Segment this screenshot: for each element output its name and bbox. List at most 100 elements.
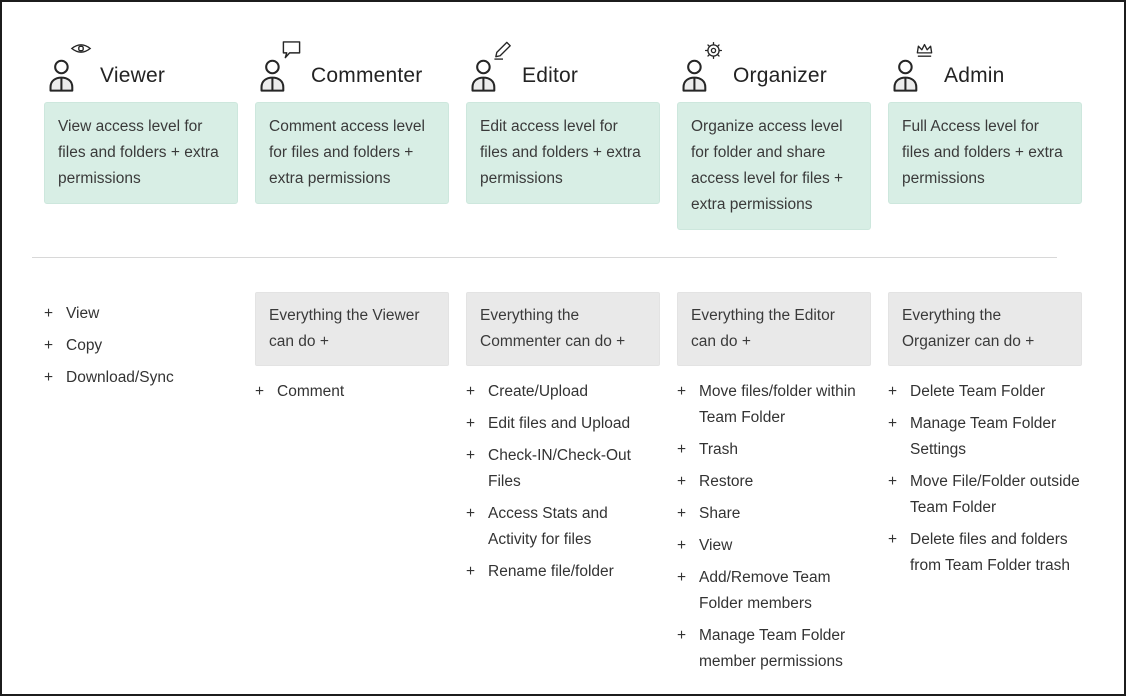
column-commenter: Commenter Comment access level for files… [255, 40, 449, 230]
plus-icon: + [677, 627, 687, 644]
permissions-row: + View + Copy +Download/Sync Everything the … [44, 292, 1082, 681]
permission-label: Delete files and folders from Team Folde… [910, 531, 1070, 574]
plus-icon: + [677, 473, 687, 490]
commenter-permission-list: + Comment [255, 379, 449, 405]
plus-icon: + [44, 337, 54, 354]
admin-header: Admin [888, 40, 1082, 92]
permission-item: + Delete Team Folder [888, 379, 1082, 405]
plus-icon: + [44, 305, 54, 322]
crown-icon [916, 43, 933, 57]
permission-item: + View [44, 301, 238, 327]
permission-label: Restore [699, 473, 754, 490]
plus-icon: + [466, 383, 476, 400]
permission-label: Move File/Folder outside Team Folder [910, 473, 1080, 516]
permission-label: Move files/folder within Team Folder [699, 383, 856, 426]
gear-icon [704, 41, 723, 60]
permission-label: Add/Remove Team Folder members [699, 569, 831, 612]
plus-icon: + [677, 505, 687, 522]
permission-label: Share [699, 505, 741, 522]
permission-item: + Edit files and Upload [466, 411, 660, 437]
editor-title: Editor [522, 64, 579, 87]
commenter-person-icon [255, 40, 309, 92]
permission-item: + Restore [677, 469, 871, 495]
permission-item: + View [677, 533, 871, 559]
plus-icon: + [888, 415, 898, 432]
editor-description: Edit access level for files and folders … [466, 102, 660, 204]
organizer-inherit-box: Everything the Editor can do + [677, 292, 871, 366]
admin-title: Admin [944, 64, 1005, 87]
organizer-permissions: Everything the Editor can do + + Move fil… [677, 292, 871, 681]
viewer-title: Viewer [100, 64, 166, 87]
editor-header: Editor [466, 40, 660, 92]
plus-icon: + [888, 383, 898, 400]
admin-description: Full Access level for files and folders … [888, 102, 1082, 204]
plus-icon: + [677, 569, 687, 586]
admin-permission-list: + Delete Team Folder + Manage Team Folder S… [888, 379, 1082, 579]
plus-icon: + [677, 537, 687, 554]
plus-icon: + [466, 415, 476, 432]
permission-label: View [699, 537, 733, 554]
section-divider [32, 257, 1057, 258]
organizer-header: Organizer [677, 40, 871, 92]
permission-item: + Comment [255, 379, 449, 405]
commenter-inherit-box: Everything the Viewer can do + [255, 292, 449, 366]
permission-label: Manage Team Folder Settings [910, 415, 1057, 458]
permission-label: Copy [66, 337, 103, 354]
column-viewer: Viewer View access level for files and f… [44, 40, 238, 230]
viewer-permission-list: + View + Copy +Download/Sync [44, 292, 238, 391]
admin-person-icon [888, 40, 942, 92]
admin-permissions: Everything the Organizer can do + +Delet… [888, 292, 1082, 681]
commenter-header: Commenter [255, 40, 449, 92]
permission-item: +Rename file/folder [466, 559, 660, 585]
organizer-permission-list: + Move files/folder within Team Folder + Tr… [677, 379, 871, 675]
permission-label: Edit files and Upload [488, 415, 631, 432]
permission-item: +Move File/Folder outside Team Folder [888, 469, 1082, 521]
permission-item: + Access Stats and Activity for files [466, 501, 660, 553]
permission-item: + Manage Team Folder Settings [888, 411, 1082, 463]
plus-icon: + [677, 441, 687, 458]
comment-icon [282, 41, 301, 59]
organizer-description: Organize access level for folder and sha… [677, 102, 871, 230]
permission-item: + Add/Remove Team Folder members [677, 565, 871, 617]
organizer-title: Organizer [733, 64, 828, 87]
commenter-description: Comment access level for files and folde… [255, 102, 449, 204]
commenter-permissions: Everything the Viewer can do + + Comment [255, 292, 449, 681]
viewer-permissions: + View + Copy +Download/Sync [44, 292, 238, 681]
editor-permissions: Everything the Commenter can do + +Creat… [466, 292, 660, 681]
permission-item: + Trash [677, 437, 871, 463]
permission-label: Manage Team Folder member permissions [699, 627, 846, 670]
permission-label: Rename file/folder [488, 563, 614, 580]
viewer-header: Viewer [44, 40, 238, 92]
editor-inherit-box: Everything the Commenter can do + [466, 292, 660, 366]
permission-label: Delete Team Folder [910, 383, 1045, 400]
pencil-icon [494, 41, 511, 60]
editor-permission-list: +Create/Upload+Edit files and Upload+Che… [466, 379, 660, 585]
permission-item: +Download/Sync [44, 365, 238, 391]
permission-item: +Create/Upload [466, 379, 660, 405]
viewer-person-icon [44, 40, 98, 92]
plus-icon: + [677, 383, 687, 400]
permission-label: Trash [699, 441, 739, 458]
commenter-title: Commenter [311, 64, 423, 87]
viewer-description: View access level for files and folders … [44, 102, 238, 204]
plus-icon: + [466, 447, 476, 464]
permission-label: Access Stats and Activity for files [488, 505, 608, 548]
permission-item: + Check-IN/Check-Out Files [466, 443, 660, 495]
permission-label: View [66, 305, 100, 322]
column-admin: Admin Full Access level for files and fo… [888, 40, 1082, 230]
permission-item: + Manage Team Folder member permissions [677, 623, 871, 675]
role-header-row: Viewer View access level for files and f… [44, 40, 1082, 230]
editor-person-icon [466, 40, 520, 92]
permission-item: + Move files/folder within Team Folder [677, 379, 871, 431]
plus-icon: + [888, 531, 898, 548]
permission-label: Comment [277, 383, 345, 400]
plus-icon: + [255, 383, 265, 400]
eye-icon [70, 44, 92, 53]
plus-icon: + [44, 369, 54, 386]
permission-label: Check-IN/Check-Out Files [488, 447, 631, 490]
plus-icon: + [466, 505, 476, 522]
organizer-person-icon [677, 40, 731, 92]
column-editor: Editor Edit access level for files and f… [466, 40, 660, 230]
permission-item: + Copy [44, 333, 238, 359]
